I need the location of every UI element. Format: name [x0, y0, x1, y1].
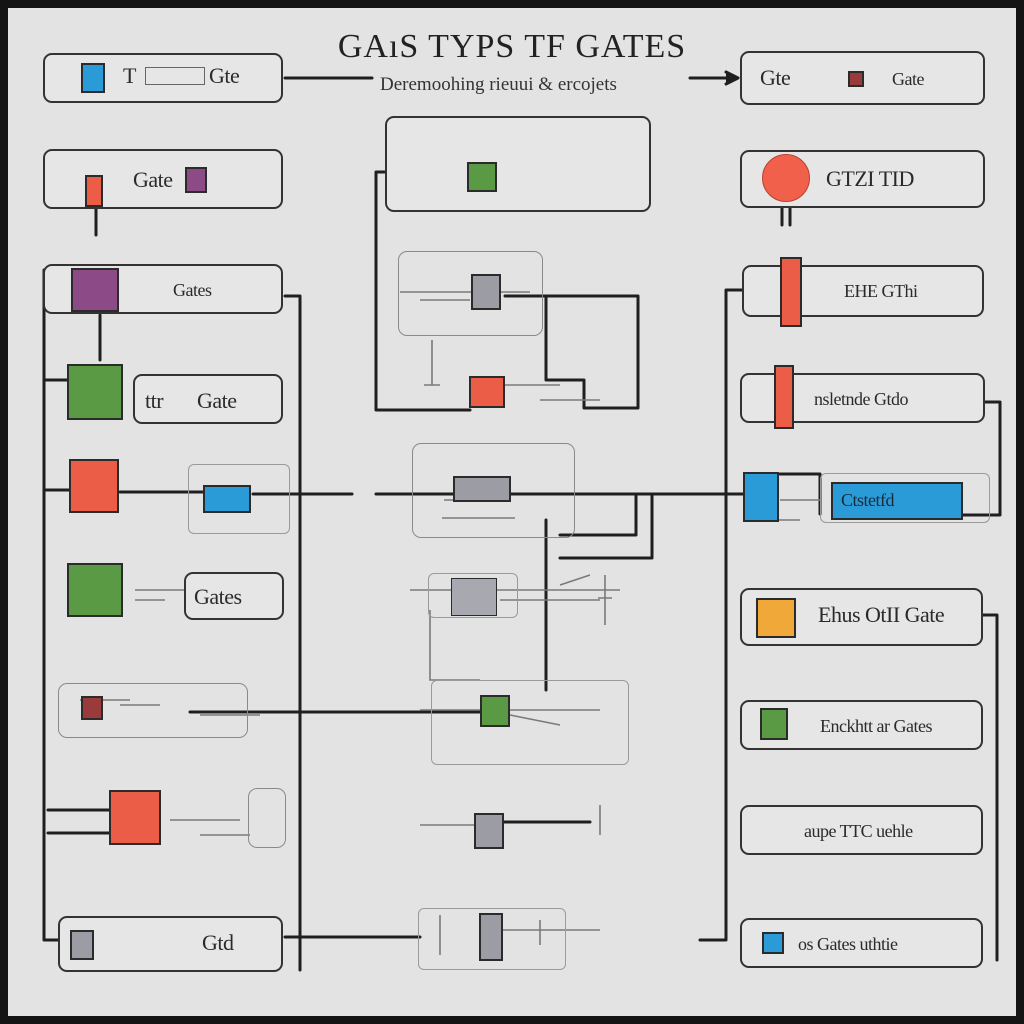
gate-blue-wide-icon: [203, 485, 251, 513]
wire-red2: [46, 808, 112, 835]
node-left-1: T Gte: [43, 53, 283, 103]
page-title: GAıS TYPS TF GATES: [337, 28, 687, 65]
node-left-2-label: Gate: [133, 167, 173, 192]
node-left-6: Gates: [184, 572, 284, 620]
gate-gray-wide-icon: [453, 476, 511, 502]
node-right-6-label: Ehus OtII Gate: [818, 602, 945, 627]
gate-purple-icon: [71, 268, 119, 312]
gate-gray-small-icon: [471, 274, 501, 310]
node-left-4-label-a: ttr: [145, 388, 164, 413]
gate-blue-small-icon: [762, 932, 784, 954]
node-left-1-label-b: Gte: [209, 63, 240, 88]
node-left-8: [248, 788, 286, 848]
gate-green-small-icon: [467, 162, 497, 192]
gate-maroon-small-icon: [848, 71, 864, 87]
gate-red-icon-2: [69, 459, 119, 513]
gate-gray-box-icon: [451, 578, 497, 616]
node-left-7: [58, 683, 248, 738]
wire-r4-out: [981, 613, 999, 962]
wire-right-bus: [698, 288, 744, 942]
node-left-4-label-b: Gate: [197, 388, 237, 413]
node-left-9-label: Gtd: [202, 930, 234, 955]
node-left-2: Gate: [43, 149, 283, 209]
gate-outline-icon: [145, 67, 205, 85]
gate-green-small-icon-2: [480, 695, 510, 727]
gate-blue-bar-icon: [831, 482, 963, 520]
gate-purple-small-icon: [185, 167, 207, 193]
node-right-2-label: GTZI TID: [826, 166, 914, 191]
node-right-9-label: os Gates uthtie: [798, 934, 898, 954]
gate-red-icon-3: [109, 790, 161, 845]
node-right-7-label: Enckhtt ar Gates: [820, 716, 932, 736]
wire-layer: [42, 70, 1002, 972]
wire-center-hook: [503, 294, 640, 410]
wire-right-blue: [778, 472, 822, 516]
gate-orange-icon: [756, 598, 796, 638]
node-right-6: Ehus OtII Gate: [740, 588, 983, 646]
node-left-5: [188, 464, 290, 534]
node-center-4: [428, 573, 518, 618]
gate-green-icon-2: [67, 563, 123, 617]
wire-left-bus: [42, 268, 62, 942]
node-left-3-label: Gates: [173, 280, 212, 300]
node-right-5: Ctstetfd: [820, 473, 990, 523]
node-right-7: Enckhtt ar Gates: [740, 700, 983, 750]
wire-center-v2: [558, 492, 638, 537]
gate-red-tall-icon: [780, 257, 802, 327]
node-right-1-label-b: Gate: [892, 69, 924, 89]
gate-red-tall-icon-2: [774, 365, 794, 429]
gate-red-icon: [85, 175, 103, 207]
node-left-9: Gtd: [58, 916, 283, 972]
wire-r2-out: [960, 400, 1002, 517]
node-right-4-label: nsletnde Gtdo: [814, 389, 909, 409]
diagram-canvas: GAıS TYPS TF GATES Deremoohing rieuui & …: [8, 8, 1016, 1016]
wire-center-loop: [374, 170, 472, 412]
gate-gray-icon: [70, 930, 94, 960]
node-right-5-label: Ctstetfd: [841, 490, 895, 510]
node-right-4: nsletnde Gtdo: [740, 365, 985, 429]
gate-red-small-icon: [469, 376, 505, 408]
gate-maroon-icon: [81, 696, 103, 720]
node-center-2: [398, 251, 543, 336]
gate-gray-tall-icon: [479, 913, 503, 961]
node-right-9: os Gates uthtie: [740, 918, 983, 968]
lamp-circle-icon: [762, 154, 810, 202]
node-right-8-label: aupe TTC uehle: [804, 821, 913, 841]
gate-blue-icon: [81, 63, 105, 93]
node-center-6: [418, 908, 566, 970]
gate-green-icon-3: [760, 708, 788, 740]
node-left-4: ttr Gate: [133, 374, 283, 424]
node-center-3: [412, 443, 575, 538]
wire-left-inner-bus: [283, 294, 302, 972]
node-right-3-label: EHE GThi: [844, 281, 918, 301]
arrowhead: [724, 70, 740, 86]
node-center-1: [385, 116, 651, 212]
gate-gray-icon-2: [474, 813, 504, 849]
node-left-3: Gates: [43, 264, 283, 314]
node-left-6-label: Gates: [194, 584, 242, 609]
node-center-5: [431, 680, 629, 765]
node-right-1-label: Gte: [760, 65, 791, 90]
gate-blue-icon-2: [743, 472, 779, 522]
node-right-3: EHE GThi: [742, 257, 984, 327]
node-right-1: Gte Gate: [740, 51, 985, 105]
node-left-1-label: T: [123, 63, 136, 88]
node-right-2: GTZI TID: [740, 150, 985, 208]
node-right-8: aupe TTC uehle: [740, 805, 983, 855]
gate-green-icon: [67, 364, 123, 420]
page-subtitle: Deremoohing rieuui & ercojets: [380, 74, 617, 95]
wire-center-v3: [558, 492, 654, 560]
